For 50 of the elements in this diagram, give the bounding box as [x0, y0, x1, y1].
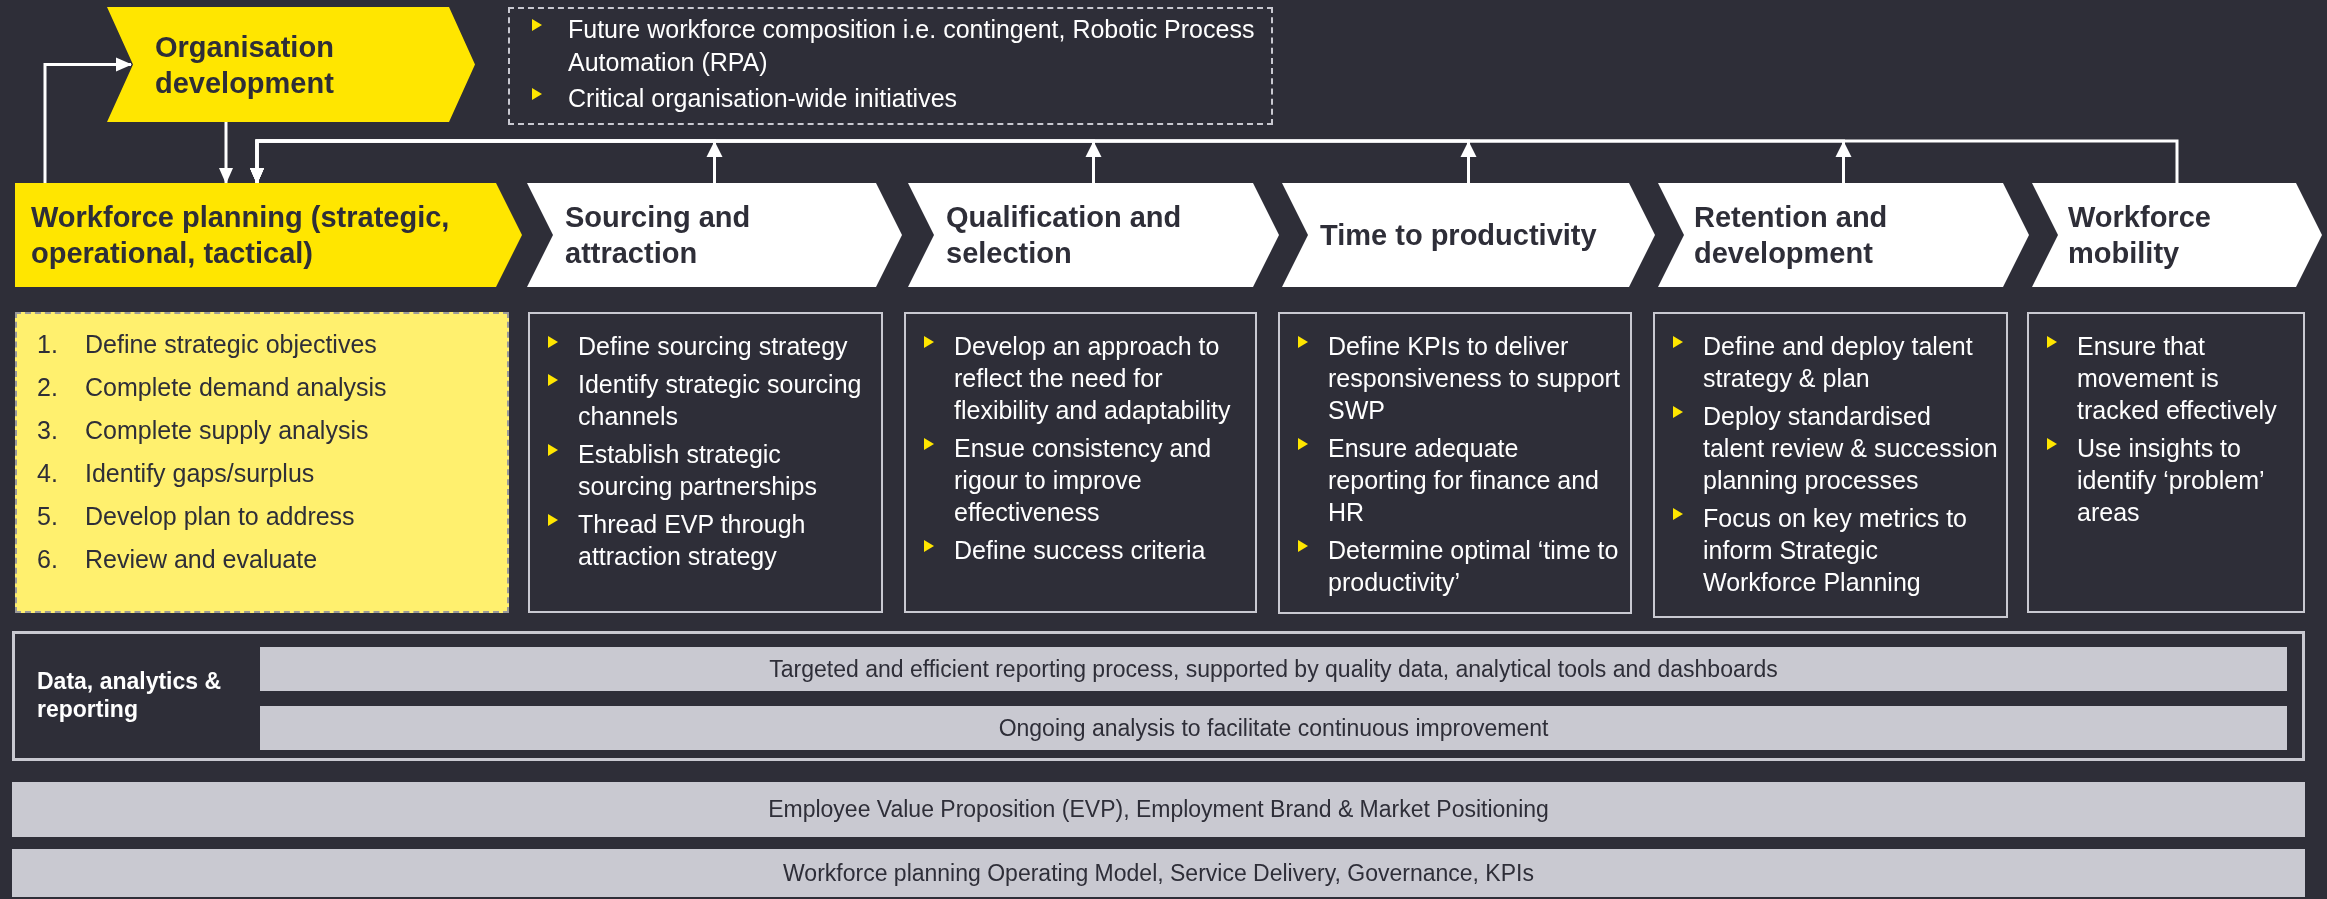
bullet-text: Deploy standardised talent review & succession planning processes	[1703, 401, 1998, 496]
activity-box	[2027, 312, 2305, 613]
banner-bar: Ongoing analysis to facilitate continuous improvement	[260, 706, 2287, 750]
bullet-text: Determine optimal ‘time to productivity’	[1328, 535, 1620, 598]
activity-box	[904, 312, 1257, 613]
banner-bar: Targeted and efficient reporting process, supported by quality data, analytical tools and dashboards	[260, 647, 2287, 691]
numbered-item: 3. Complete supply analysis	[36, 415, 370, 446]
bullet-text: Develop an approach to reflect the need for flexibility and adaptability	[954, 331, 1232, 426]
step-title: Workforce planning (strategic, operational, tactical)	[31, 199, 451, 271]
stage-header	[15, 183, 522, 287]
bullet-text: Focus on key metrics to inform Strategic Workforce Planning	[1703, 503, 1968, 598]
step-title: Workforce mobility	[2068, 199, 2212, 271]
stage-header	[527, 183, 902, 287]
bullet-text: Define and deploy talent strategy & plan	[1703, 331, 1974, 394]
stage-header	[908, 183, 1279, 287]
bullet-text: Use insights to identify ‘problem’ areas	[2077, 433, 2265, 528]
stage-header	[2032, 183, 2322, 287]
stage-header	[107, 7, 475, 122]
bullet-text: Future workforce composition i.e. contingent, Robotic Process Automation (RPA)	[568, 14, 1256, 78]
bullet-text: Define KPIs to deliver responsiveness to support SWP	[1328, 331, 1621, 426]
step-list-box	[15, 312, 509, 613]
banner-bar: Employee Value Proposition (EVP), Employment Brand & Market Positioning	[12, 782, 2305, 837]
bullet-text: Thread EVP through attraction strategy	[578, 509, 807, 572]
step-title: Organisation development	[155, 29, 335, 101]
bullet-text: Establish strategic sourcing partnerships	[578, 439, 818, 502]
bullet-text: Identify strategic sourcing channels	[578, 369, 863, 432]
step-title: Qualification and selection	[946, 199, 1183, 271]
note-box	[508, 7, 1273, 125]
section-label: Data, analytics & reporting	[37, 668, 223, 724]
bullet-text: Define success criteria	[954, 535, 1206, 566]
bullet-text: Ensure that movement is tracked effectively	[2077, 331, 2278, 426]
bullet-text: Define sourcing strategy	[578, 331, 848, 362]
stage-header	[1658, 183, 2029, 287]
bullet-text: Ensue consistency and rigour to improve effectiveness	[954, 433, 1213, 528]
numbered-item: 5. Develop plan to address	[36, 501, 356, 532]
numbered-item: 1. Define strategic objectives	[36, 329, 378, 360]
activity-box	[528, 312, 883, 613]
activity-box	[1278, 312, 1632, 614]
numbered-item: 6. Review and evaluate	[36, 544, 319, 575]
stage-header	[1282, 183, 1655, 287]
banner-bar: Workforce planning Operating Model, Service Delivery, Governance, KPIs	[12, 849, 2305, 897]
bullet-text: Critical organisation-wide initiatives	[568, 83, 958, 114]
bullet-text: Ensure adequate reporting for finance and HR	[1328, 433, 1600, 528]
numbered-item: 2. Complete demand analysis	[36, 372, 388, 403]
step-title: Retention and development	[1694, 199, 1889, 271]
section-panel	[12, 631, 2305, 761]
numbered-item: 4. Identify gaps/surplus	[36, 458, 316, 489]
step-title: Sourcing and attraction	[565, 199, 752, 271]
activity-box	[1653, 312, 2008, 618]
step-title: Time to productivity	[1320, 217, 1598, 253]
